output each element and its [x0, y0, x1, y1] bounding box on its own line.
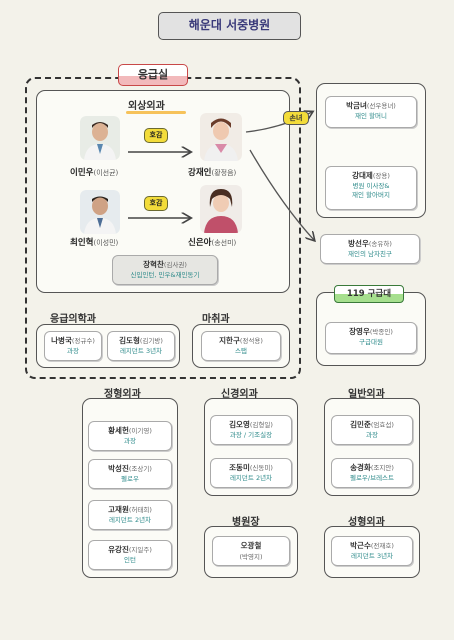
- card-jo-dongmi: 조동미(신동미) 레지던트 2년차: [210, 458, 292, 488]
- name-choi-inhyuk: 최인혁(이성민): [70, 238, 119, 248]
- card-song-kyunghwa: 송경화(조지안) 펠로우/브레스트: [331, 458, 413, 488]
- card-hwang-sehun: 황세헌(이기영) 과장: [88, 421, 172, 451]
- photo-lee-minwoo: [80, 116, 120, 160]
- photo-shin-euna: [200, 185, 242, 233]
- card-kang-daeje: 강대제(장용) 병원 이사장& 재인 할아버지: [325, 166, 417, 210]
- name-kang-jaein: 강재인(황정음): [188, 168, 237, 178]
- name-lee-minwoo: 이민우(이선균): [70, 168, 119, 178]
- card-go-jaewon: 고재원(허태희) 레지던트 2년차: [88, 500, 172, 530]
- card-ji-hangu: 지한구(정석용) 스탭: [201, 331, 281, 361]
- photo-choi-inhyuk: [80, 190, 120, 234]
- emergency-label: 응급의학과: [50, 314, 96, 325]
- card-park-keunsu: 박근수(전재호) 레지던트 3년차: [331, 536, 413, 566]
- card-kim-oyoung: 김오영(김형일) 과장 / 기조실장: [210, 415, 292, 445]
- card-kim-minjun: 김민준(엄효섭) 과장: [331, 415, 413, 445]
- card-jang-hyukchan: 장혁찬(김사권) 신입인턴, 민우&재인동기: [112, 255, 218, 285]
- trauma-label: 외상외과: [128, 101, 165, 112]
- card-bang-sunwoo: 방선우(송유하) 재인의 남자친구: [320, 234, 420, 264]
- name-shin-euna: 신은아(송선미): [188, 238, 237, 248]
- affection-tag-1: 호감: [144, 128, 168, 143]
- page-title: 해운대 서중병원: [158, 12, 301, 40]
- director-label: 병원장: [232, 517, 260, 528]
- grandchild-tag: 손녀: [283, 111, 309, 125]
- rescue-label: 119 구급대: [334, 285, 404, 303]
- card-na-byungguk: 나병국(정규수) 과장: [44, 331, 102, 361]
- card-jang-youngwoo: 장영우(박종인) 구급대원: [325, 322, 417, 354]
- general-label: 일반외과: [348, 389, 385, 400]
- card-yu-kangjin: 유강진(지일주) 인턴: [88, 540, 172, 570]
- card-oh-kwangchul: 오광철 (박영지): [212, 536, 290, 566]
- plastic-label: 성형외과: [348, 517, 385, 528]
- anesthesia-label: 마취과: [202, 314, 230, 325]
- er-label-box: 응급실: [118, 64, 188, 86]
- ortho-label: 정형외과: [104, 389, 141, 400]
- card-park-sungjin: 박성진(조상기) 펠로우: [88, 459, 172, 489]
- neuro-label: 신경외과: [221, 389, 258, 400]
- photo-kang-jaein: [200, 113, 242, 161]
- card-park-geumnyeo: 박금녀(선우용녀) 재인 할머니: [325, 96, 417, 128]
- trauma-underline: [126, 111, 186, 114]
- card-kim-dohyung: 김도형(김기방) 레지던트 3년차: [107, 331, 175, 361]
- affection-tag-2: 호감: [144, 196, 168, 211]
